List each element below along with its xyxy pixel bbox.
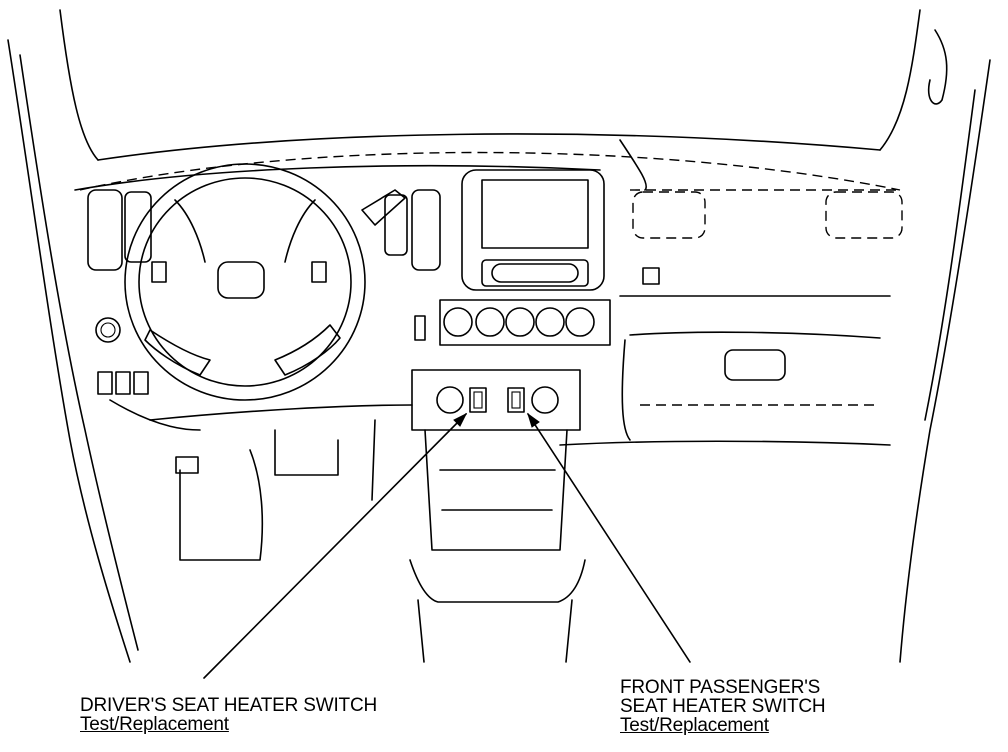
dashboard-top: [74, 133, 901, 191]
passenger-test-replacement-link[interactable]: Test/Replacement: [620, 715, 769, 736]
right-pillar: [879, 9, 991, 663]
left-pillar: [7, 9, 139, 663]
passenger-callout-title-line2: SEAT HEATER SWITCH: [620, 696, 826, 717]
center-stack: [414, 169, 611, 346]
instrument-cluster: [87, 189, 441, 395]
center-console: [409, 369, 586, 663]
passenger-callout-title-line1: FRONT PASSENGER'S: [620, 677, 821, 698]
steering-wheel: [124, 163, 366, 401]
driver-leader-line: [203, 413, 467, 679]
passenger-dash: [559, 191, 903, 446]
driver-callout-title: DRIVER'S SEAT HEATER SWITCH: [80, 695, 377, 716]
passenger-seat-heater-callout: FRONT PASSENGER'S SEAT HEATER SWITCH Tes…: [620, 677, 826, 736]
lower-dash-left: [109, 399, 413, 561]
driver-test-replacement-link[interactable]: Test/Replacement: [80, 714, 229, 735]
passenger-seat-heater-switch[interactable]: [507, 387, 525, 413]
passenger-leader-line: [527, 413, 691, 663]
driver-seat-heater-callout: DRIVER'S SEAT HEATER SWITCH Test/Replace…: [80, 696, 377, 734]
driver-seat-heater-switch[interactable]: [469, 387, 487, 413]
leader-lines: [203, 412, 691, 679]
